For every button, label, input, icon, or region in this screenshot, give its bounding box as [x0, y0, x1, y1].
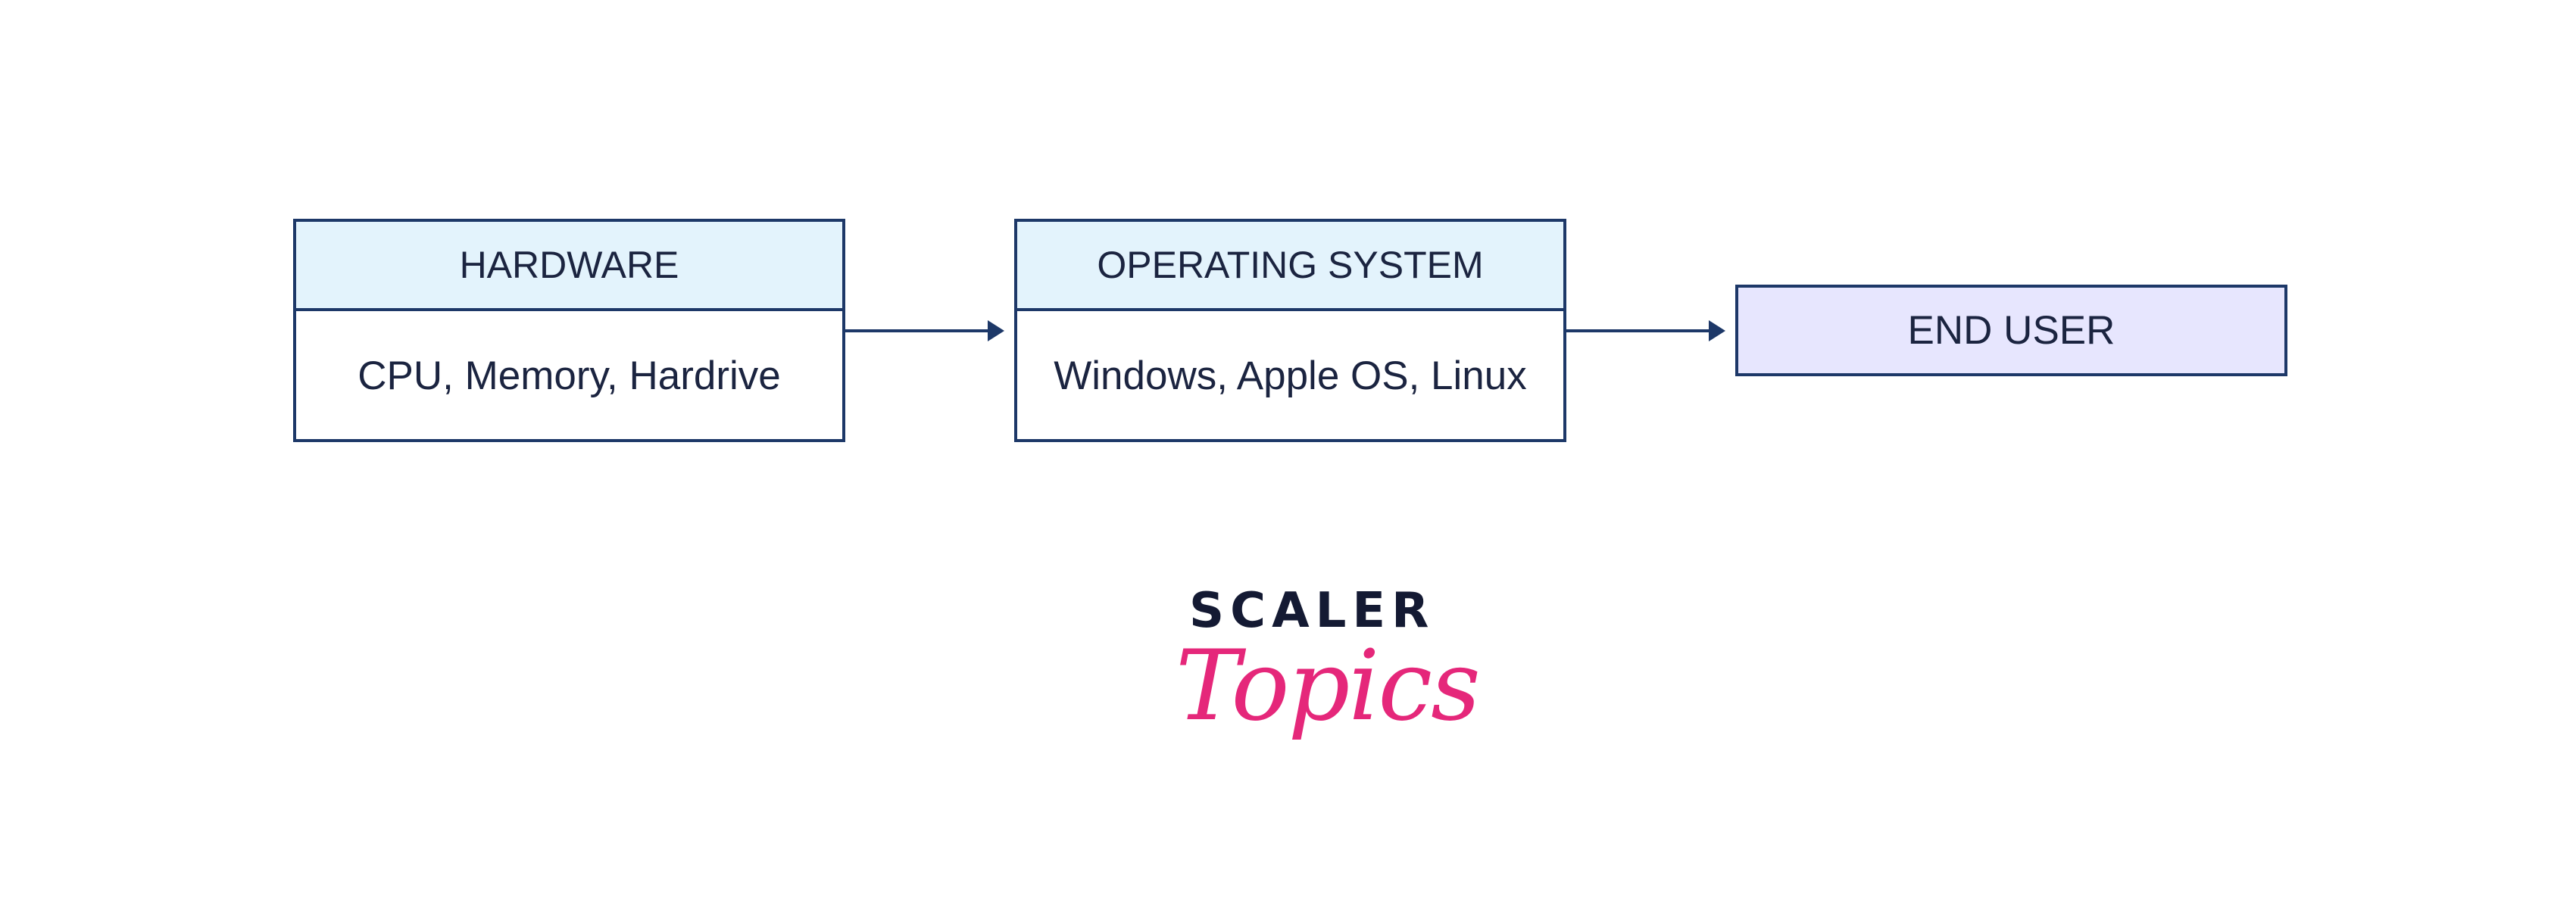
hardware-title: HARDWARE	[296, 222, 842, 311]
scaler-topics-logo: SCALER Topics	[1136, 583, 1481, 780]
operating-system-box: OPERATING SYSTEM Windows, Apple OS, Linu…	[1014, 219, 1566, 442]
end-user-box: END USER	[1735, 285, 2287, 376]
operating-system-content: Windows, Apple OS, Linux	[1054, 353, 1527, 398]
logo-topics-text: Topics	[1176, 630, 1481, 743]
hardware-box: HARDWARE CPU, Memory, Hardrive	[293, 219, 845, 442]
arrow-hardware-to-os	[845, 320, 1004, 341]
operating-system-title: OPERATING SYSTEM	[1017, 222, 1563, 311]
logo-scaler-text: SCALER	[1189, 583, 1435, 639]
end-user-title: END USER	[1907, 308, 2115, 353]
hardware-content: CPU, Memory, Hardrive	[358, 353, 781, 398]
arrow-os-to-end-user	[1566, 320, 1725, 341]
